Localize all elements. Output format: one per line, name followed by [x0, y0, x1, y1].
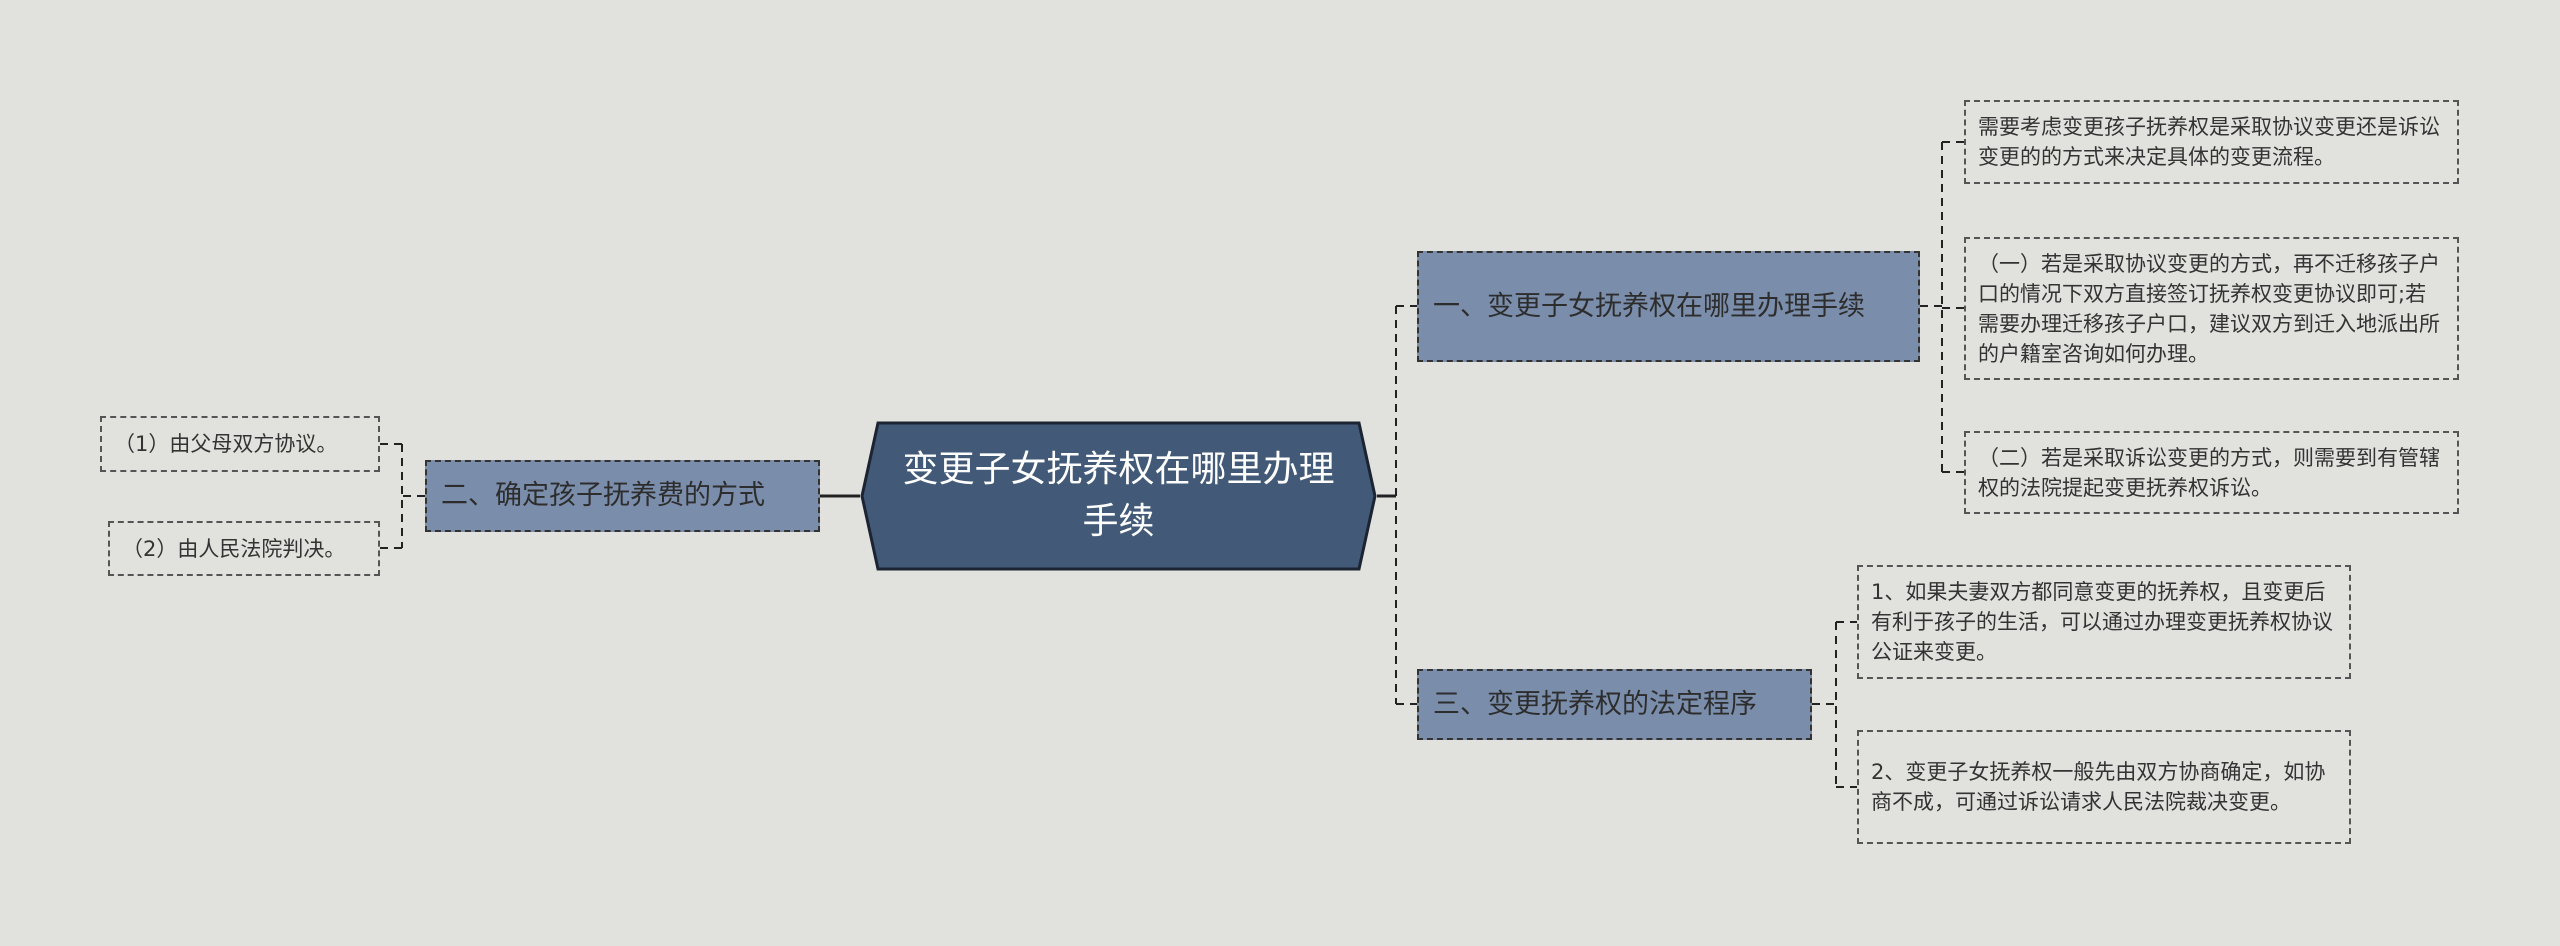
branch-3-leaf-2[interactable]: 2、变更子女抚养权一般先由双方协商确定，如协商不成，可通过诉讼请求人民法院裁决变…	[1857, 730, 2351, 844]
branch-1-leaf-1[interactable]: 需要考虑变更孩子抚养权是采取协议变更还是诉讼变更的的方式来决定具体的变更流程。	[1964, 100, 2459, 184]
leaf-text: （2）由人民法院判决。	[122, 536, 346, 561]
root-label: 变更子女抚养权在哪里办理手续	[902, 449, 1335, 542]
leaf-text: （一）若是采取协议变更的方式，再不迁移孩子户口的情况下双方直接签订抚养权变更协议…	[1978, 251, 2440, 366]
leaf-text: 2、变更子女抚养权一般先由双方协商确定，如协商不成，可通过诉讼请求人民法院裁决变…	[1871, 760, 2326, 814]
leaf-text: （1）由父母双方协议。	[114, 432, 338, 456]
branch-1-leaf-3[interactable]: （二）若是采取诉讼变更的方式，则需要到有管辖权的法院提起变更抚养权诉讼。	[1964, 431, 2459, 514]
leaf-text: 1、如果夫妻双方都同意变更的抚养权，且变更后有利于孩子的生活，可以通过办理变更抚…	[1871, 580, 2333, 664]
leaf-text: （二）若是采取诉讼变更的方式，则需要到有管辖权的法院提起变更抚养权诉讼。	[1978, 445, 2440, 500]
root-node[interactable]: 变更子女抚养权在哪里办理手续	[860, 421, 1377, 571]
branch-2-leaf-2[interactable]: （2）由人民法院判决。	[108, 521, 380, 576]
branch-2-leaf-1[interactable]: （1）由父母双方协议。	[100, 416, 380, 472]
leaf-text: 需要考虑变更孩子抚养权是采取协议变更还是诉讼变更的的方式来决定具体的变更流程。	[1978, 115, 2440, 169]
branch-1-label: 一、变更子女抚养权在哪里办理手续	[1433, 290, 1865, 322]
branch-3-label: 三、变更抚养权的法定程序	[1433, 688, 1757, 720]
branch-2-label: 二、确定孩子抚养费的方式	[441, 480, 765, 511]
root-hexagon-shape	[860, 421, 1377, 571]
branch-3-leaf-1[interactable]: 1、如果夫妻双方都同意变更的抚养权，且变更后有利于孩子的生活，可以通过办理变更抚…	[1857, 565, 2351, 679]
branch-3-node[interactable]: 三、变更抚养权的法定程序	[1417, 669, 1812, 740]
branch-1-leaf-2[interactable]: （一）若是采取协议变更的方式，再不迁移孩子户口的情况下双方直接签订抚养权变更协议…	[1964, 237, 2459, 380]
branch-2-node[interactable]: 二、确定孩子抚养费的方式	[425, 460, 820, 532]
branch-1-node[interactable]: 一、变更子女抚养权在哪里办理手续	[1417, 251, 1920, 362]
